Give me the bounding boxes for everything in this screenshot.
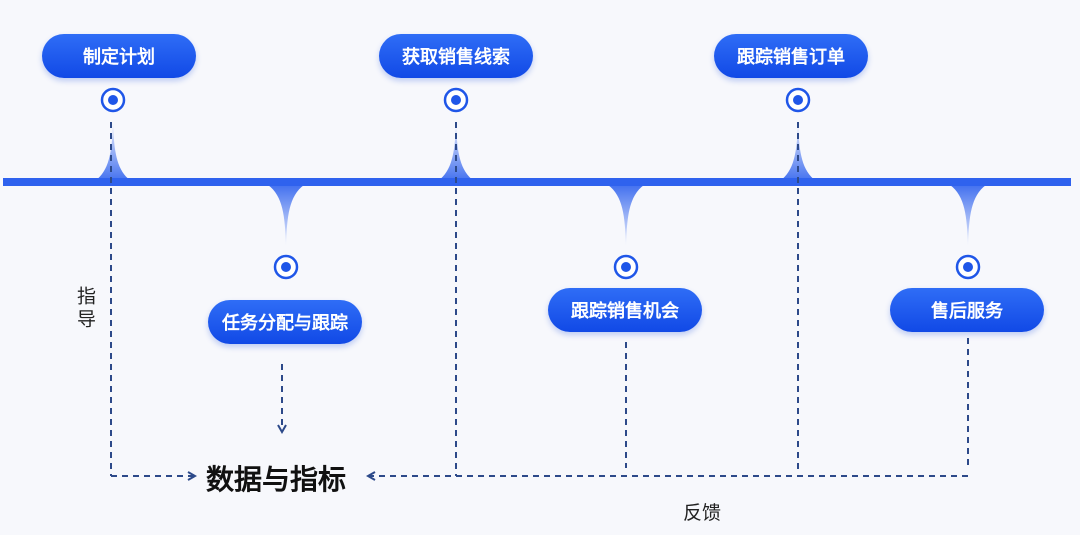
marker-top-2: [443, 87, 469, 113]
beam-bottom-1: [268, 185, 304, 246]
step-after-sales: 售后服务: [890, 288, 1044, 332]
feedback-label: 反馈: [683, 502, 722, 524]
beam-top-2: [438, 122, 474, 181]
step-make-plan: 制定计划: [42, 34, 196, 78]
marker-bottom-3: [955, 254, 981, 280]
beam-bottom-2: [608, 185, 644, 246]
beam-top-1: [95, 122, 131, 181]
step-track-orders: 跟踪销售订单: [714, 34, 868, 78]
center-label-data-metrics: 数据与指标: [206, 463, 347, 496]
marker-bottom-1: [273, 254, 299, 280]
beam-top-3: [780, 122, 816, 181]
marker-top-3: [785, 87, 811, 113]
beam-bottom-3: [950, 185, 986, 246]
timeline-bar: [3, 178, 1071, 186]
step-track-opportunities: 跟踪销售机会: [548, 288, 702, 332]
marker-top-1: [100, 87, 126, 113]
step-get-leads: 获取销售线索: [379, 34, 533, 78]
guide-label: 指导: [74, 286, 96, 332]
marker-bottom-2: [613, 254, 639, 280]
step-task-assignment: 任务分配与跟踪: [208, 300, 362, 344]
